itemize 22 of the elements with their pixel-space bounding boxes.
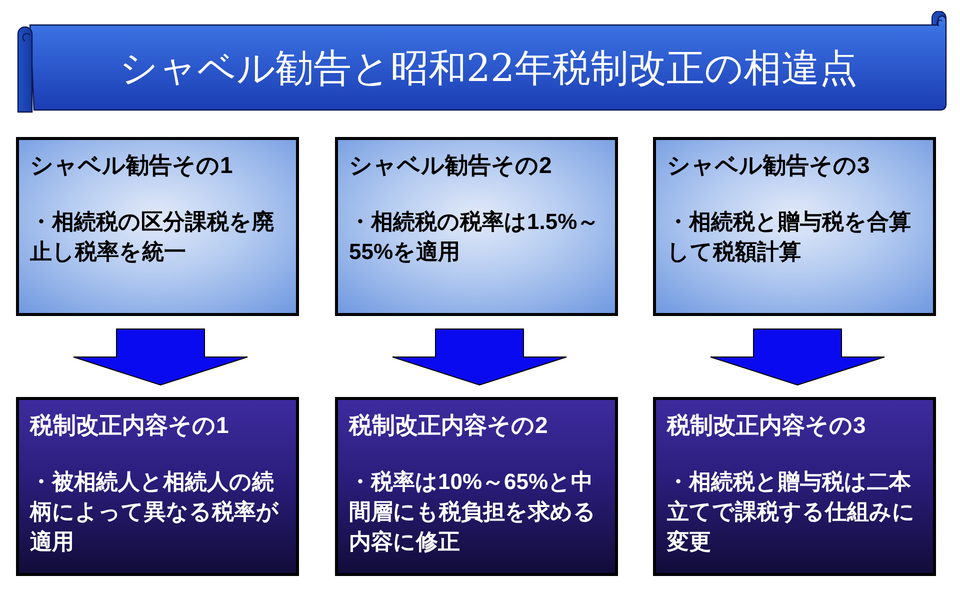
title: シャベル勧告と昭和22年税制改正の相違点 [119, 44, 858, 90]
box-heading: シャベル勧告その3 [667, 151, 871, 180]
box-heading: 税制改正内容その2 [349, 411, 549, 440]
box-heading: 税制改正内容その1 [30, 411, 230, 440]
box-heading: シャベル勧告その2 [349, 151, 553, 180]
box-heading: 税制改正内容その3 [667, 411, 867, 440]
box-text: ・相続税と贈与税は二本立てで課税する仕組みに変更 [667, 468, 916, 556]
box-text: ・相続税の税率は1.5%～55%を適用 [349, 208, 600, 266]
block-arrow [710, 328, 885, 386]
block-arrow [73, 328, 248, 386]
box-text: ・税率は10%～65%と中間層にも税負担を求める内容に修正 [349, 468, 597, 556]
recommendation-box [16, 137, 299, 316]
box-text: ・相続税の区分課税を廃止し税率を統一 [30, 208, 275, 266]
box-heading: シャベル勧告その1 [30, 151, 234, 180]
block-arrow [392, 328, 567, 386]
box-text: ・相続税と贈与税を合算して税額計算 [667, 208, 912, 266]
reform-box [16, 397, 299, 576]
box-text: ・被相続人と相続人の続柄によって異なる税率が適用 [30, 468, 280, 556]
reform-box [335, 397, 618, 576]
recommendation-box [653, 137, 936, 316]
reform-box [653, 397, 936, 576]
recommendation-box [335, 137, 618, 316]
